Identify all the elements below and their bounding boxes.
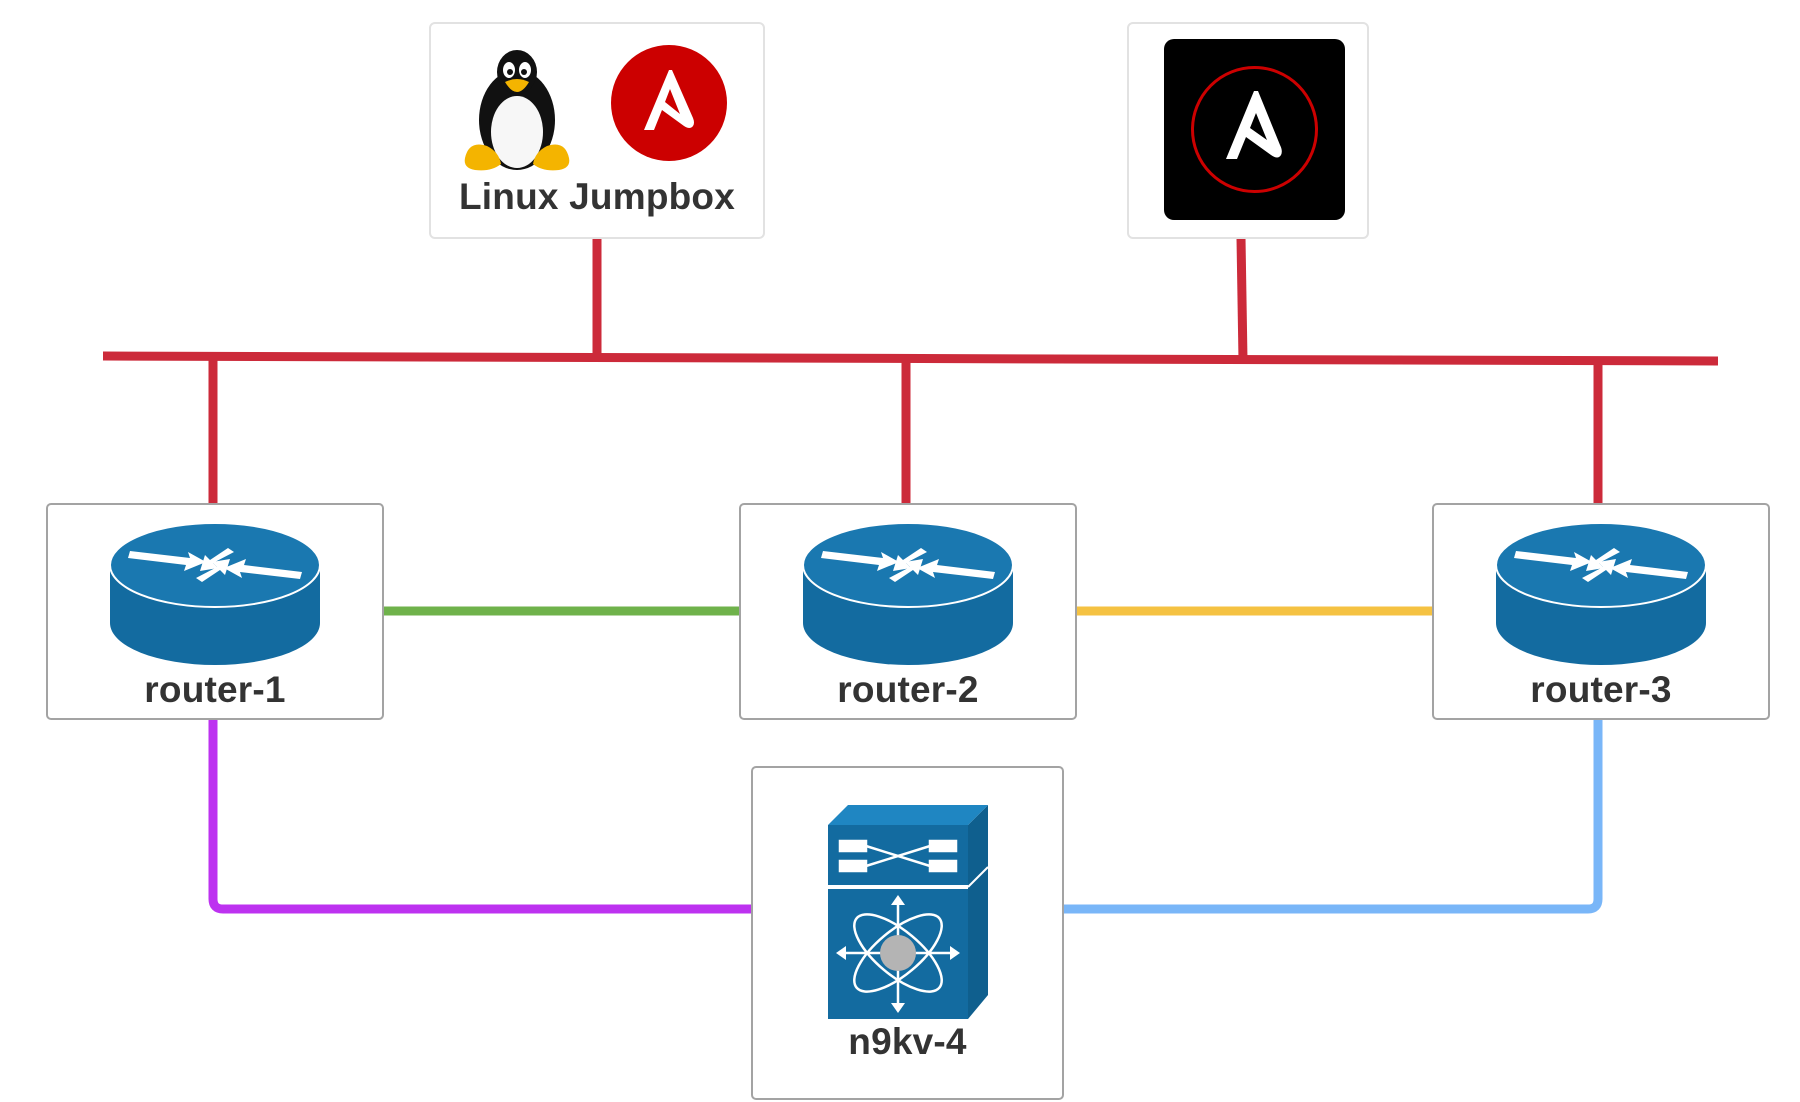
- jumpbox-label: Linux Jumpbox: [459, 176, 735, 217]
- n9kv-4-label: n9kv-4: [848, 1021, 967, 1062]
- linux-jumpbox-node[interactable]: Linux Jumpbox: [429, 22, 765, 239]
- router-3-node[interactable]: router-3: [1432, 503, 1770, 720]
- link-router3-n9kv4: [1062, 718, 1603, 914]
- router-icon: [109, 522, 321, 665]
- router-icon: [802, 522, 1014, 665]
- router-2-label: router-2: [837, 669, 979, 710]
- router-3-label: router-3: [1530, 669, 1672, 710]
- linux-tux-icon: [464, 50, 570, 171]
- ansible-tower-icon: [1164, 39, 1345, 220]
- link-router1-n9kv4: [208, 718, 752, 914]
- n9kv-4-node[interactable]: n9kv-4: [751, 766, 1064, 1100]
- router-icon: [1495, 522, 1707, 665]
- ansible-tower-node[interactable]: [1127, 22, 1369, 239]
- nexus-switch-icon: [828, 805, 989, 1019]
- link-tower-bus: [1236, 237, 1248, 361]
- router-1-label: router-1: [144, 669, 286, 710]
- router-2-node[interactable]: router-2: [739, 503, 1077, 720]
- router-1-node[interactable]: router-1: [46, 503, 384, 720]
- ansible-logo-icon: [611, 45, 727, 161]
